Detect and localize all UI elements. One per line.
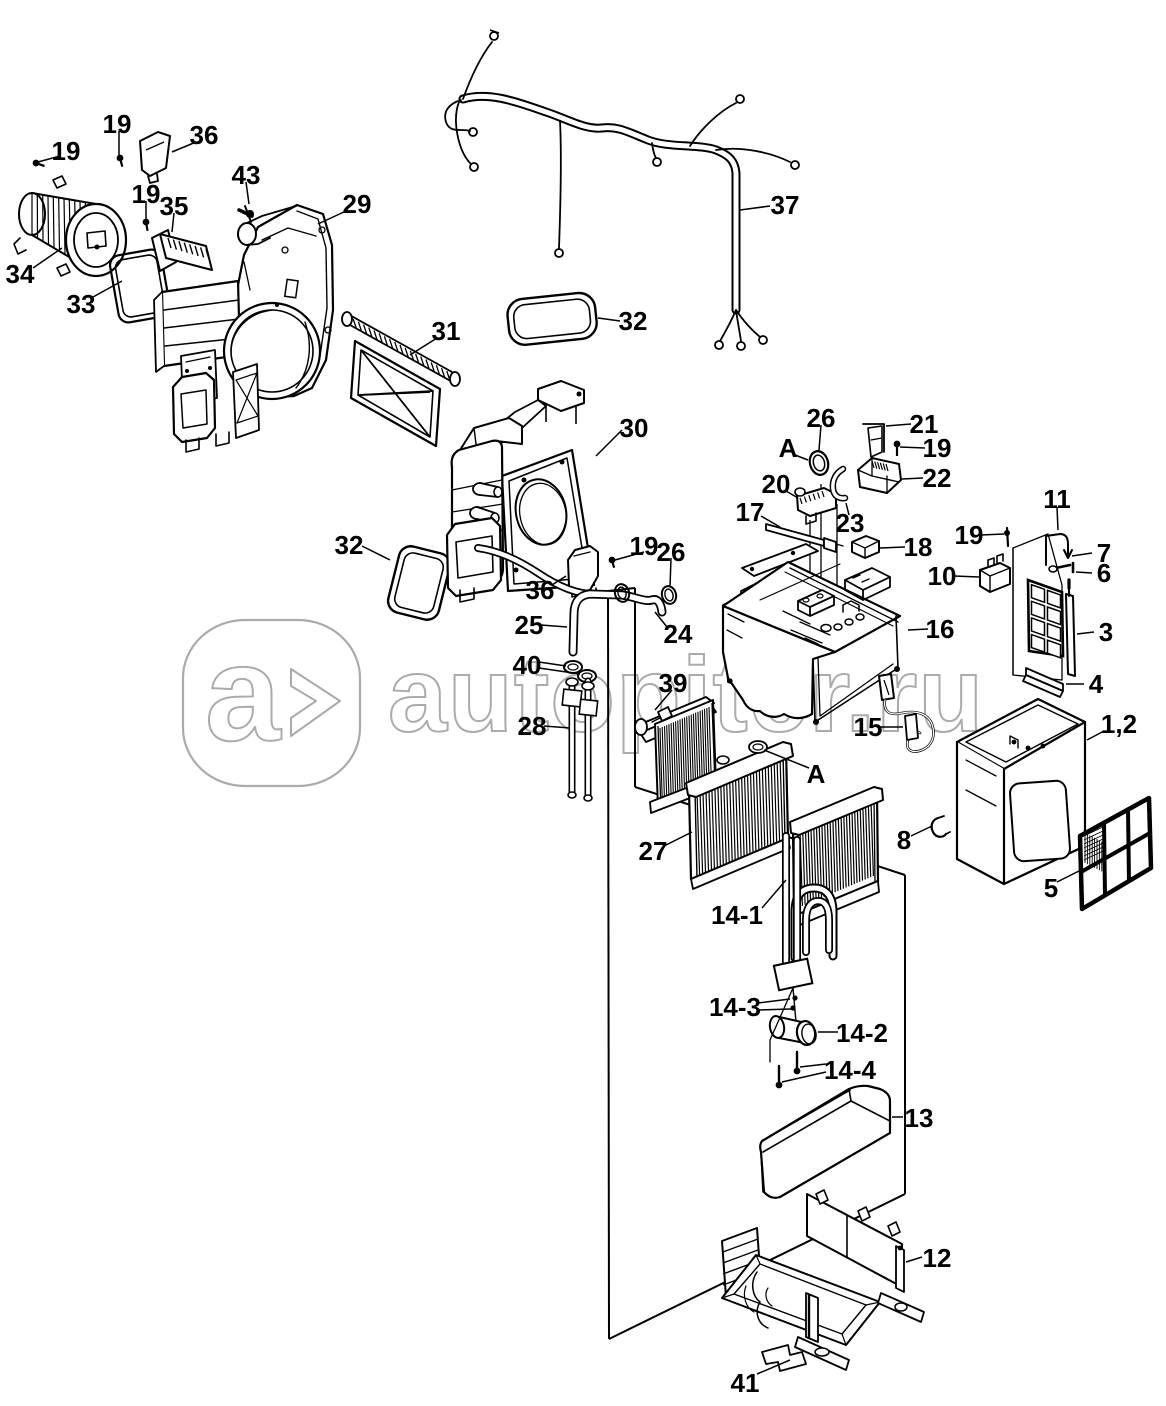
svg-text:14-3: 14-3 [709, 992, 761, 1022]
svg-text:32: 32 [335, 530, 364, 560]
svg-text:11: 11 [1043, 484, 1071, 514]
svg-text:a: a [205, 617, 282, 769]
svg-text:36: 36 [526, 575, 555, 605]
svg-text:12: 12 [923, 1243, 952, 1273]
svg-text:43: 43 [232, 160, 261, 190]
svg-text:40: 40 [513, 650, 542, 680]
svg-text:3: 3 [1099, 617, 1113, 647]
svg-text:21: 21 [910, 409, 939, 439]
svg-text:A: A [807, 759, 826, 789]
svg-text:15: 15 [854, 712, 883, 742]
svg-text:19: 19 [630, 531, 659, 561]
svg-text:7: 7 [1097, 538, 1111, 568]
svg-text:31: 31 [432, 316, 461, 346]
svg-text:17: 17 [736, 497, 765, 527]
svg-text:4: 4 [1089, 669, 1104, 699]
svg-text:28: 28 [518, 711, 547, 741]
svg-text:19: 19 [132, 179, 161, 209]
svg-text:30: 30 [620, 413, 649, 443]
svg-text:1,2: 1,2 [1101, 709, 1137, 739]
svg-text:5: 5 [1044, 873, 1058, 903]
svg-text:32: 32 [619, 306, 648, 336]
svg-text:14-1: 14-1 [711, 900, 763, 930]
svg-text:14-2: 14-2 [836, 1018, 888, 1048]
svg-text:6: 6 [1097, 558, 1111, 588]
svg-text:36: 36 [190, 120, 219, 150]
svg-text:16: 16 [926, 614, 955, 644]
svg-text:35: 35 [160, 191, 189, 221]
svg-text:8: 8 [897, 825, 911, 855]
svg-text:27: 27 [639, 836, 668, 866]
svg-text:39: 39 [659, 668, 688, 698]
svg-text:24: 24 [664, 619, 693, 649]
svg-text:34: 34 [6, 259, 35, 289]
svg-text:37: 37 [771, 190, 800, 220]
svg-text:26: 26 [807, 403, 836, 433]
svg-text:19: 19 [923, 433, 952, 463]
svg-text:14-4: 14-4 [824, 1055, 877, 1085]
svg-text:41: 41 [731, 1368, 760, 1398]
svg-text:26: 26 [657, 537, 686, 567]
svg-text:22: 22 [923, 463, 952, 493]
svg-text:23: 23 [836, 508, 865, 538]
svg-text:18: 18 [904, 532, 933, 562]
svg-text:A: A [779, 433, 798, 463]
svg-text:13: 13 [905, 1103, 934, 1133]
svg-text:19: 19 [52, 136, 81, 166]
svg-text:29: 29 [343, 189, 372, 219]
svg-text:20: 20 [762, 469, 791, 499]
svg-text:33: 33 [67, 289, 96, 319]
svg-text:19: 19 [955, 520, 984, 550]
svg-text:25: 25 [515, 610, 544, 640]
svg-text:19: 19 [103, 109, 132, 139]
svg-text:10: 10 [928, 561, 957, 591]
